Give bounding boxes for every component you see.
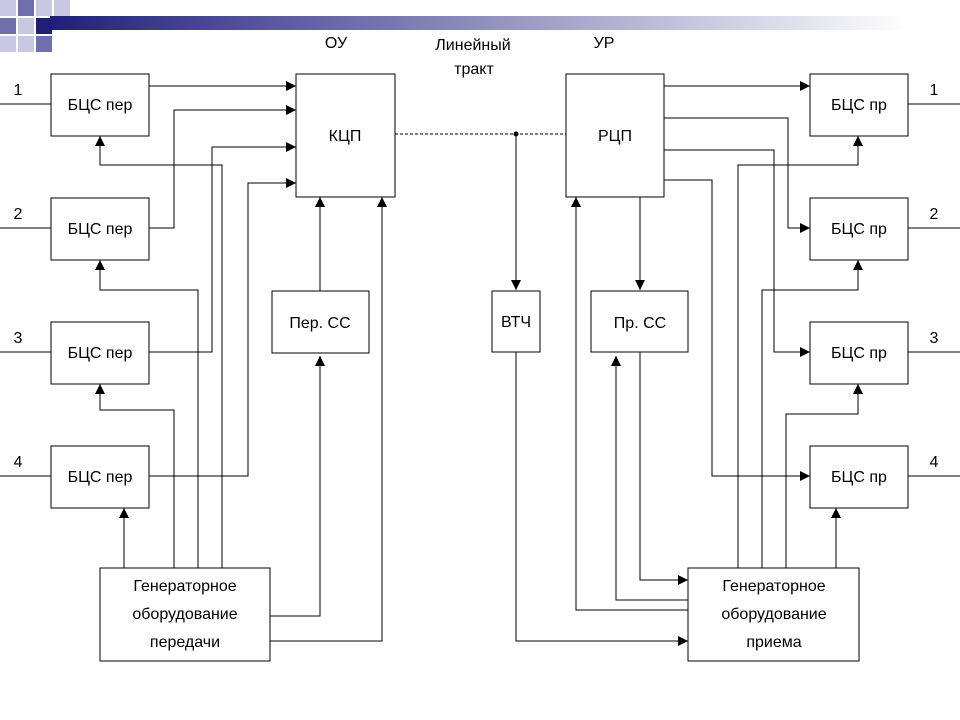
bcs-tx-1-block: БЦС пер: [50, 73, 150, 137]
per-ss-block: Пер. СС: [271, 290, 370, 354]
vtch-block: ВТЧ: [491, 290, 541, 353]
gen-rx-line-3: приема: [746, 634, 801, 651]
bcs-rx-1-block: БЦС пр: [809, 73, 909, 137]
channel-left-3: 3: [14, 330, 23, 347]
gen-rx-block: Генераторное оборудование приема: [687, 567, 860, 662]
kcp-label: КЦП: [329, 128, 362, 145]
channel-right-4: 4: [930, 454, 939, 471]
rcp-label: РЦП: [598, 128, 632, 145]
gen-tx-line-1: Генераторное: [133, 578, 236, 595]
bcs-tx-2-block: БЦС пер: [50, 197, 150, 261]
label-ur: УР: [594, 35, 615, 52]
bcs-rx-2-label: БЦС пр: [831, 221, 887, 238]
gen-rx-line-2: оборудование: [721, 606, 826, 623]
bcs-rx-4-label: БЦС пр: [831, 469, 887, 486]
label-line-path-2: тракт: [454, 61, 494, 78]
bcs-rx-2-block: БЦС пр: [809, 197, 909, 261]
label-ou: ОУ: [325, 35, 348, 52]
per-ss-label: Пер. СС: [289, 315, 350, 332]
bcs-rx-3-block: БЦС пр: [809, 321, 909, 385]
vtch-label: ВТЧ: [501, 314, 531, 331]
bcs-rx-4-block: БЦС пр: [809, 445, 909, 509]
gen-rx-line-1: Генераторное: [722, 578, 825, 595]
gen-tx-line-3: передачи: [150, 634, 220, 651]
gen-tx-block: Генераторное оборудование передачи: [99, 567, 271, 662]
bcs-tx-4-block: БЦС пер: [50, 445, 150, 509]
bcs-tx-4-label: БЦС пер: [68, 469, 133, 486]
bcs-tx-3-label: БЦС пер: [68, 345, 133, 362]
rcp-block: РЦП: [565, 73, 665, 198]
pr-ss-block: Пр. СС: [590, 290, 689, 353]
bcs-tx-1-label: БЦС пер: [68, 97, 133, 114]
slide-corner-decoration: [0, 0, 910, 52]
channel-right-2: 2: [930, 206, 939, 223]
gen-tx-line-2: оборудование: [132, 606, 237, 623]
channel-right-1: 1: [930, 82, 939, 99]
bcs-rx-1-label: БЦС пр: [831, 97, 887, 114]
channel-right-3: 3: [930, 330, 939, 347]
connections: [0, 81, 960, 646]
pr-ss-label: Пр. СС: [614, 315, 666, 332]
bcs-tx-2-label: БЦС пер: [68, 221, 133, 238]
channel-left-1: 1: [14, 82, 23, 99]
channel-left-2: 2: [14, 206, 23, 223]
kcp-block: КЦП: [295, 73, 396, 198]
label-line-path-1: Линейный: [435, 37, 510, 54]
bcs-rx-3-label: БЦС пр: [831, 345, 887, 362]
channel-left-4: 4: [14, 454, 23, 471]
bcs-tx-3-block: БЦС пер: [50, 321, 150, 385]
